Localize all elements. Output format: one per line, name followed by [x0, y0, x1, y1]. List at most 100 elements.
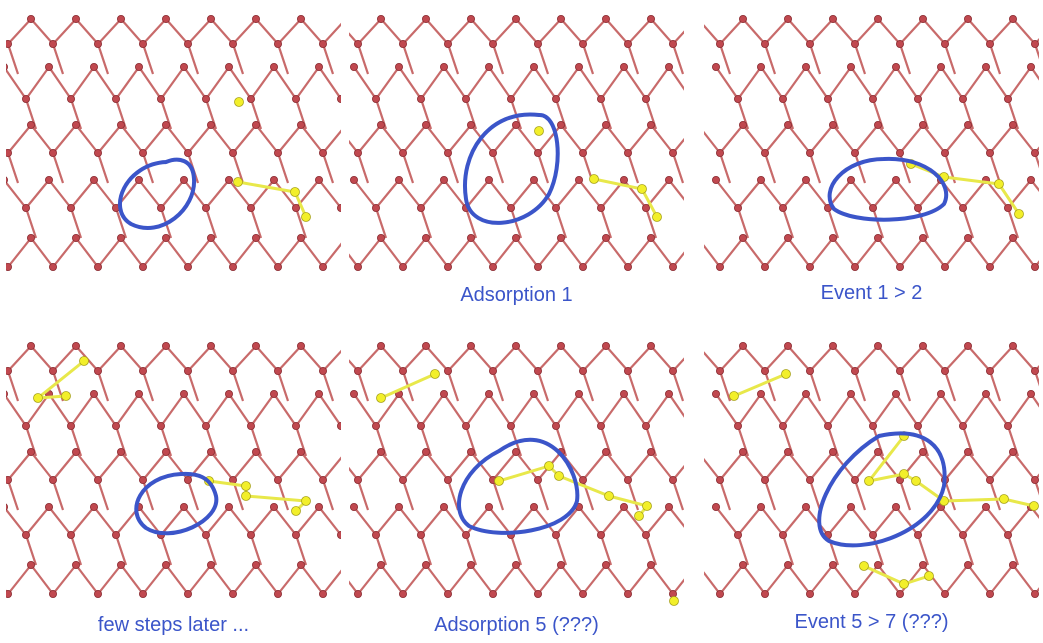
- bond: [578, 393, 602, 427]
- bond: [210, 237, 234, 268]
- bond: [6, 262, 9, 268]
- bond: [671, 370, 684, 402]
- bond: [349, 139, 359, 154]
- sulfur-atom: [994, 179, 1004, 189]
- lattice-svg: [704, 15, 1039, 271]
- bond: [1006, 534, 1020, 566]
- bond: [187, 564, 212, 595]
- atom: [533, 262, 542, 271]
- bond: [138, 179, 162, 209]
- bond: [357, 124, 382, 154]
- bond: [600, 506, 625, 536]
- atom: [1008, 121, 1017, 130]
- bond: [401, 152, 415, 184]
- bond: [922, 451, 946, 481]
- sulfur-atom: [554, 471, 564, 481]
- bond: [255, 345, 279, 372]
- atom: [72, 15, 81, 23]
- bond: [138, 393, 162, 427]
- bond: [916, 534, 930, 566]
- bond: [782, 506, 807, 536]
- atom: [350, 502, 358, 511]
- bond: [764, 345, 789, 372]
- atom: [314, 502, 323, 511]
- atom: [551, 422, 560, 431]
- bond: [826, 207, 840, 239]
- bond: [719, 124, 744, 154]
- bond: [491, 370, 505, 402]
- atom: [761, 589, 770, 598]
- bond: [672, 251, 684, 268]
- atom: [6, 476, 12, 484]
- atom: [417, 422, 426, 431]
- bond: [917, 66, 942, 100]
- atom: [296, 560, 305, 569]
- atom: [117, 448, 126, 457]
- atom: [251, 15, 260, 23]
- atom: [314, 175, 323, 184]
- sulfur-atom: [234, 97, 244, 107]
- bond: [374, 207, 388, 239]
- atom: [206, 448, 215, 457]
- bond: [832, 564, 856, 595]
- atom: [45, 63, 54, 72]
- bond: [295, 66, 320, 100]
- bond: [205, 66, 230, 100]
- atom: [6, 503, 8, 511]
- atom: [873, 15, 882, 23]
- atom: [224, 502, 233, 511]
- atom: [183, 262, 192, 271]
- bond: [425, 18, 449, 45]
- bond: [204, 534, 218, 566]
- bond: [470, 345, 494, 372]
- bond: [644, 207, 658, 239]
- atom: [596, 95, 605, 104]
- atom: [533, 366, 542, 375]
- atom: [784, 560, 793, 569]
- atom: [578, 262, 587, 271]
- bond: [96, 43, 110, 75]
- atom: [981, 390, 990, 399]
- bond: [48, 179, 72, 209]
- atom: [641, 203, 650, 212]
- bond: [25, 506, 50, 536]
- bond: [832, 124, 856, 154]
- atom: [1030, 148, 1039, 157]
- bond: [375, 66, 400, 100]
- caption-panel-6: Event 5 > 7 (???): [794, 611, 949, 633]
- highlight-circle: [817, 431, 947, 548]
- atom: [251, 342, 260, 350]
- bond: [650, 18, 674, 45]
- bond: [895, 179, 919, 209]
- atom: [371, 422, 380, 431]
- atom: [619, 502, 628, 511]
- atom: [49, 262, 58, 271]
- bond: [510, 506, 535, 536]
- bond: [51, 43, 65, 75]
- bond: [787, 124, 811, 154]
- atom: [739, 121, 748, 130]
- atom: [619, 390, 628, 399]
- bond: [599, 207, 613, 239]
- sulfur-bond: [943, 175, 1000, 186]
- atom: [273, 39, 282, 48]
- bond: [210, 18, 234, 45]
- bond: [515, 124, 539, 154]
- bond: [719, 237, 744, 268]
- atom: [958, 95, 967, 104]
- sulfur-atom: [729, 391, 739, 401]
- bond: [742, 451, 766, 481]
- bond: [465, 393, 490, 427]
- atom: [533, 39, 542, 48]
- bond: [420, 393, 445, 427]
- bond: [1012, 18, 1036, 45]
- atom: [711, 502, 720, 511]
- bond: [276, 479, 290, 511]
- sulfur-bond: [868, 472, 905, 483]
- atom: [440, 502, 449, 511]
- sulfur-atom: [301, 496, 311, 506]
- bond: [940, 506, 964, 536]
- atom: [711, 175, 720, 184]
- bond: [672, 357, 684, 372]
- atom: [829, 560, 838, 569]
